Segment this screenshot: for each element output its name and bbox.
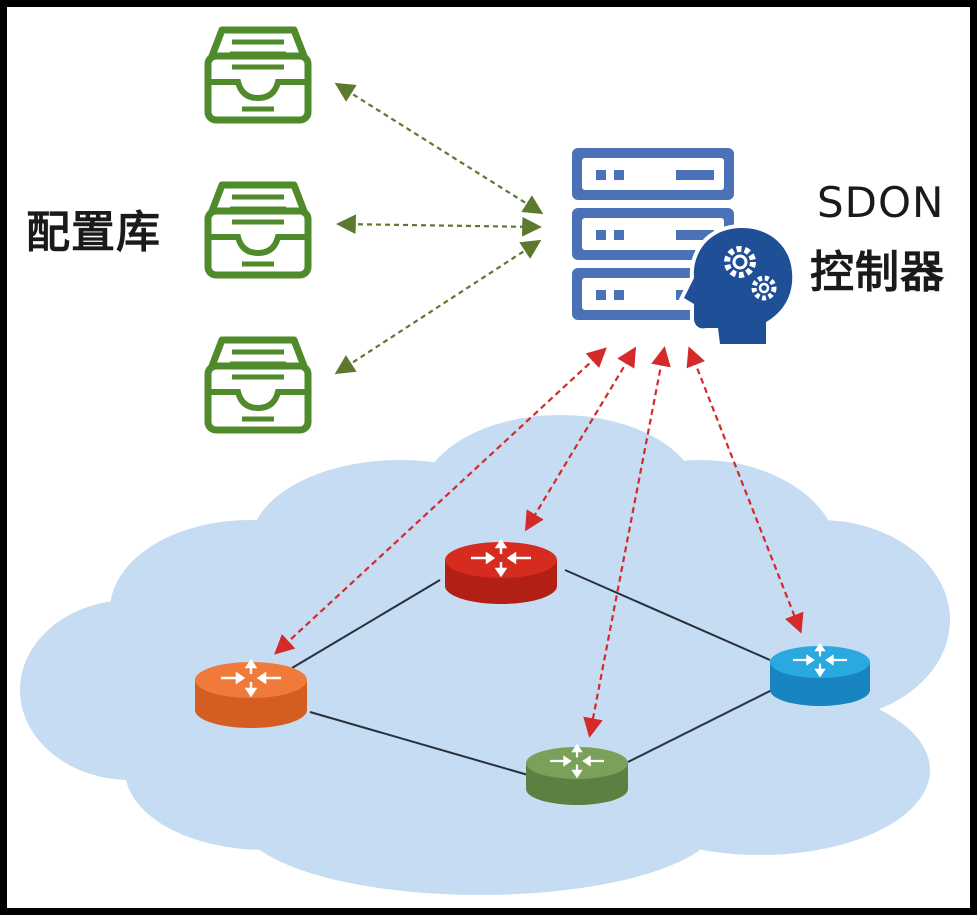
control-link-blue [686, 346, 804, 634]
config-database-3 [208, 340, 308, 430]
router-blue [770, 643, 870, 706]
config-links [334, 82, 544, 375]
inbox-tray-icon [208, 340, 308, 430]
config-link-top [334, 82, 544, 215]
inbox-tray-icon [208, 30, 308, 120]
router-red [445, 539, 557, 604]
link-orange-green [309, 711, 529, 776]
config-db-label: 配置库 [26, 207, 161, 258]
inbox-tray-icon [208, 185, 308, 275]
control-links [274, 346, 804, 738]
controller-label-sdon: SDON [817, 178, 945, 227]
controller-label-name: 控制器 [810, 247, 945, 298]
gear-head-icon [678, 223, 797, 348]
router-green [526, 744, 628, 805]
config-link-bottom [334, 239, 542, 375]
router-orange [195, 659, 307, 728]
config-database-2 [208, 185, 308, 275]
control-link-green [583, 346, 671, 738]
config-link-middle [336, 214, 542, 237]
config-database-1 [208, 30, 308, 120]
link-green-blue [627, 689, 773, 763]
